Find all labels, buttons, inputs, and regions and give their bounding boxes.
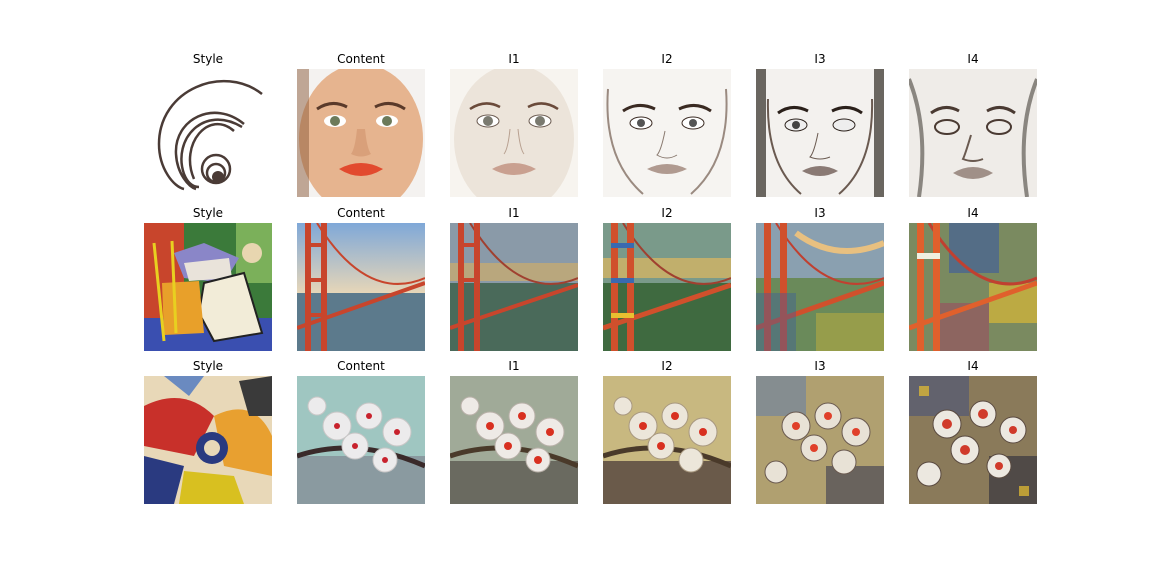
panel-title: Style (192, 52, 224, 66)
panel-title: I1 (508, 52, 520, 66)
face-photo-image (297, 69, 425, 197)
panel-title: I4 (967, 206, 979, 220)
panel-title: I1 (508, 359, 520, 373)
face-sketch-image (756, 69, 884, 197)
panel-title: Content (337, 52, 385, 66)
style-cubist-figure-image (144, 223, 272, 351)
panel-title: I4 (967, 52, 979, 66)
panel-title: I4 (967, 359, 979, 373)
panel-title: Content (337, 359, 385, 373)
bridge-stylized-2-image (603, 223, 731, 351)
panel-title: Style (192, 206, 224, 220)
bridge-stylized-4-image (909, 223, 1037, 351)
blossom-photo-image (297, 376, 425, 504)
panel-title: I3 (814, 206, 826, 220)
face-sketch-strong-image (909, 69, 1037, 197)
style-abstract-mosaic-image (144, 376, 272, 504)
panel-title: Content (337, 206, 385, 220)
style-circles-image (144, 69, 272, 197)
panel-title: Style (192, 359, 224, 373)
blossom-stylized-1-image (450, 376, 578, 504)
blossom-stylized-4-image (909, 376, 1037, 504)
bridge-stylized-1-image (450, 223, 578, 351)
panel-title: I2 (661, 206, 673, 220)
panel-title: I2 (661, 359, 673, 373)
blossom-stylized-2-image (603, 376, 731, 504)
panel-title: I3 (814, 52, 826, 66)
panel-title: I1 (508, 206, 520, 220)
blossom-stylized-3-image (756, 376, 884, 504)
bridge-stylized-3-image (756, 223, 884, 351)
panel-title: I2 (661, 52, 673, 66)
bridge-photo-image (297, 223, 425, 351)
face-sketch-light-image (603, 69, 731, 197)
panel-title: I3 (814, 359, 826, 373)
face-soft-image (450, 69, 578, 197)
